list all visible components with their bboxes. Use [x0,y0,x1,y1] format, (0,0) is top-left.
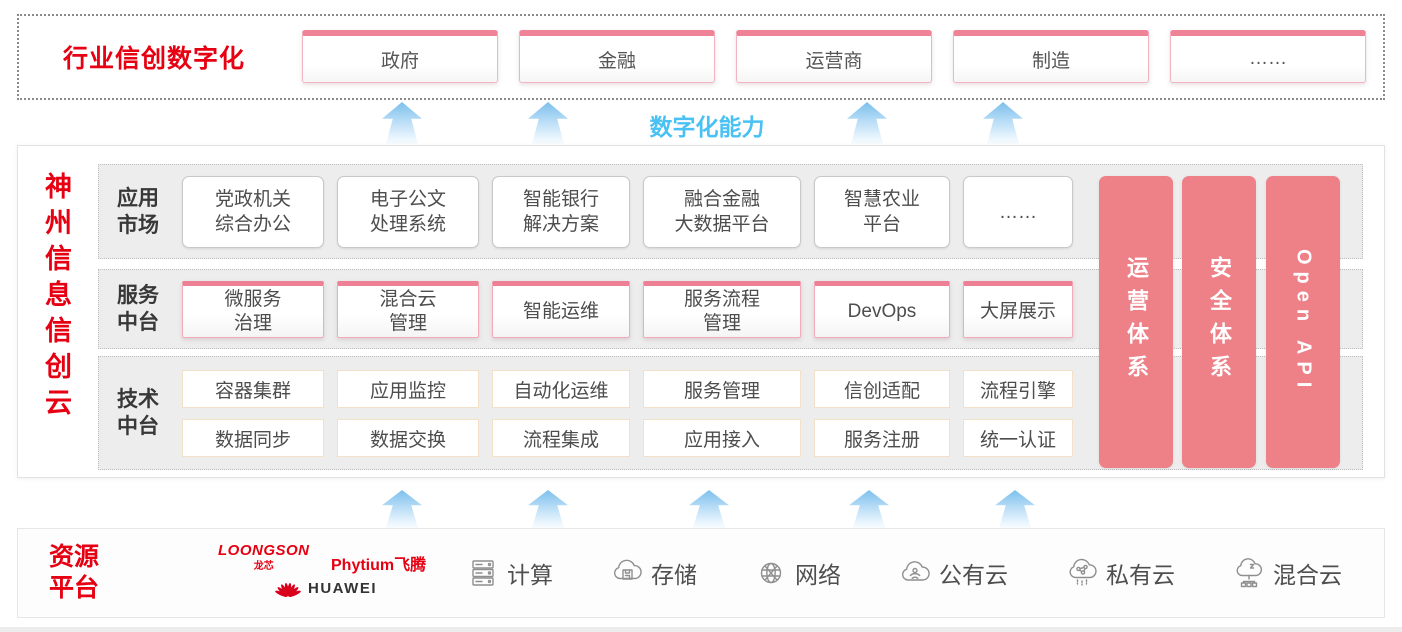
cloud-storage-icon [613,559,642,580]
resource-item-hybrid-cloud: 混合云 [1232,556,1342,590]
cloud-platform-box: 神州信息信创云 应用 市场 党政机关 综合办公 电子公文 处理系统 智能银行 解… [17,145,1385,478]
tech-card: 应用监控 [337,370,479,408]
app-market-label: 应用 市场 [117,186,159,237]
huawei-logo: HUAWEI [273,577,377,599]
service-middle-row: 服务 中台 微服务 治理 混合云 管理 智能运维 服务流程 管理 DevOps … [98,269,1363,349]
app-market-card: 智能银行 解决方案 [492,176,630,248]
operation-system-bar-label: 运营体系 [1124,256,1149,388]
resource-item-label: 存储 [651,562,697,588]
private-cloud-icon [1069,558,1097,586]
up-arrow-icon [528,490,568,528]
industry-box-finance: 金融 [519,30,715,83]
resource-platform-box: 资源 平台 LOONGSON 龙芯 Phytium飞腾 HUAWEI [17,528,1385,618]
resource-item-private-cloud: 私有云 [1065,556,1175,590]
app-market-card: 党政机关 综合办公 [182,176,324,248]
tech-card: 服务管理 [643,370,801,408]
network-globe-icon [760,562,782,584]
industry-row: 政府 金融 运营商 制造 …… [302,30,1366,83]
app-market-card: 融合金融 大数据平台 [643,176,801,248]
service-card: 智能运维 [492,281,630,338]
resource-item-label: 计算 [507,562,553,588]
up-arrow-icon [382,490,422,528]
resource-item-network: 网络 [754,556,841,590]
up-arrow-icon [382,102,422,144]
tech-middle-label: 技术 中台 [117,388,159,438]
resource-item-public-cloud: 公有云 [898,556,1008,590]
loongson-logo-text: LOONGSON [218,542,310,559]
industry-box-more: …… [1170,30,1366,83]
app-market-card: 智慧农业 平台 [814,176,950,248]
up-arrow-icon [847,102,887,144]
cloud-platform-title: 神州信息信创云 [41,172,71,424]
resource-item-label: 混合云 [1273,562,1342,588]
service-card: DevOps [814,281,950,338]
open-api-bar: Open API [1266,176,1340,468]
up-arrow-icon [528,102,568,144]
tech-card: 流程集成 [492,419,630,457]
app-market-row: 应用 市场 党政机关 综合办公 电子公文 处理系统 智能银行 解决方案 融合金融… [98,164,1363,259]
hybrid-cloud-icon [1236,558,1263,588]
tech-card: 自动化运维 [492,370,630,408]
service-card: 服务流程 管理 [643,281,801,338]
service-card: 混合云 管理 [337,281,479,338]
phytium-logo: Phytium飞腾 [331,557,427,574]
resource-item-compute: 计算 [466,556,553,590]
industry-box-government: 政府 [302,30,498,83]
up-arrow-icon [983,102,1023,144]
huawei-flower-icon [275,583,301,597]
tech-card: 流程引擎 [963,370,1073,408]
resource-items: 计算 存储 网络 [466,529,1342,617]
service-card: 微服务 治理 [182,281,324,338]
server-rack-icon [472,560,494,586]
huawei-logo-text: HUAWEI [308,579,377,597]
bottom-divider [0,627,1402,632]
industry-box-telecom-operator: 运营商 [736,30,932,83]
capability-label: 数字化能力 [649,114,765,140]
app-market-card-more: …… [963,176,1073,248]
loongson-logo: LOONGSON 龙芯 [218,542,310,572]
up-arrow-icon [849,490,889,528]
resource-item-label: 私有云 [1106,562,1175,588]
app-market-card: 电子公文 处理系统 [337,176,479,248]
industry-box-manufacturing: 制造 [953,30,1149,83]
tech-middle-row: 技术 中台 容器集群 应用监控 自动化运维 服务管理 信创适配 流程引擎 数据同… [98,356,1363,470]
up-arrow-icon [689,490,729,528]
tech-card: 信创适配 [814,370,950,408]
industry-banner-title: 行业信创数字化 [63,45,246,73]
operation-system-bar: 运营体系 [1099,176,1173,468]
tech-card: 服务注册 [814,419,950,457]
public-cloud-icon [901,561,930,581]
service-card: 大屏展示 [963,281,1073,338]
resource-item-label: 网络 [795,562,841,588]
up-arrow-icon [995,490,1035,528]
loongson-logo-cn-text: 龙芯 [253,561,274,572]
resource-item-label: 公有云 [939,562,1008,588]
security-system-bar: 安全体系 [1182,176,1256,468]
tech-card: 应用接入 [643,419,801,457]
resource-item-storage: 存储 [610,556,697,590]
service-middle-label: 服务 中台 [117,284,159,334]
tech-card: 数据同步 [182,419,324,457]
tech-card: 统一认证 [963,419,1073,457]
tech-card: 容器集群 [182,370,324,408]
industry-banner: 行业信创数字化 政府 金融 运营商 制造 …… [17,14,1385,100]
resource-platform-title: 资源 平台 [49,543,100,602]
security-system-bar-label: 安全体系 [1207,256,1232,388]
open-api-bar-label: Open API [1292,249,1315,395]
tech-card: 数据交换 [337,419,479,457]
